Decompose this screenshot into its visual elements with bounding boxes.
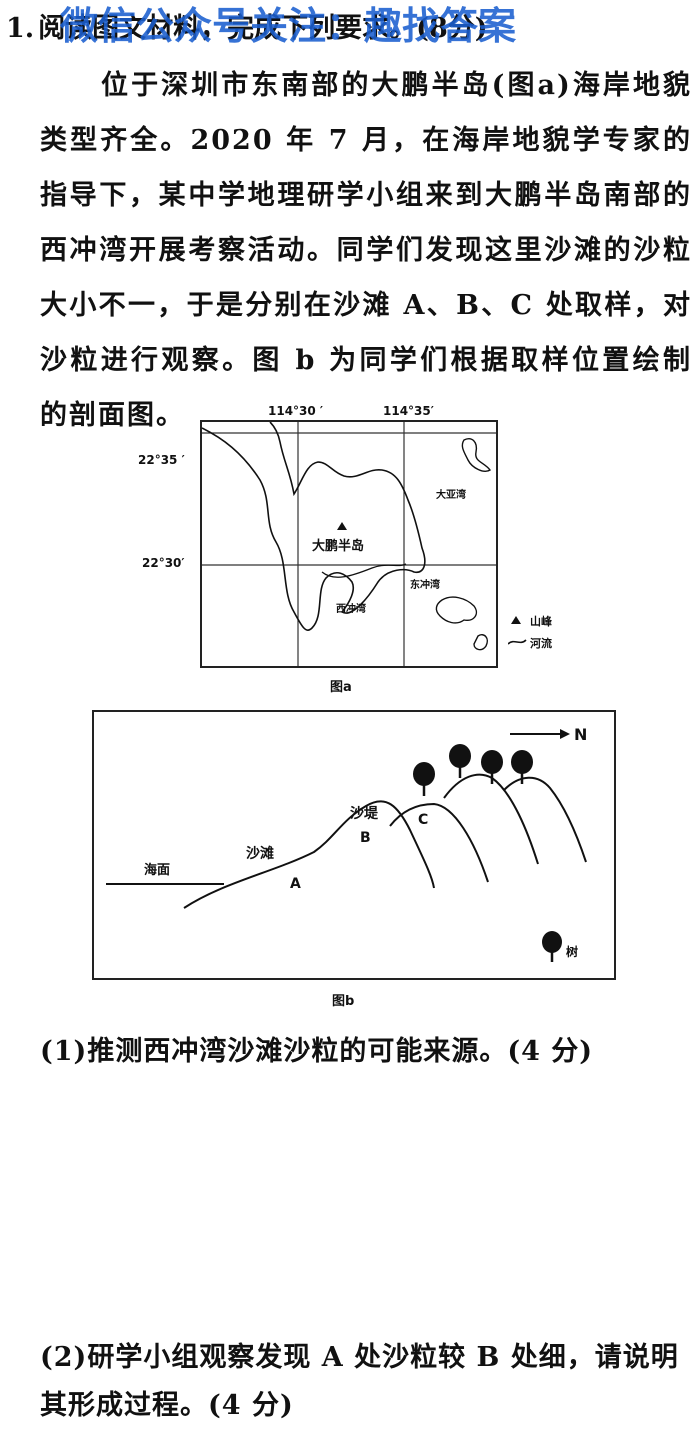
material-paragraph: 位于深圳市东南部的大鹏半岛(图a)海岸地貌类型齐全。2020 年 7 月，在海岸… [40, 58, 692, 443]
tree-icon [449, 744, 471, 778]
lon-label-2: 114°35′ [383, 404, 434, 418]
peak-icon [337, 522, 347, 530]
legend-river-label: 河流 [530, 636, 552, 650]
label-dapeng: 大鹏半岛 [312, 538, 364, 554]
legend-river-icon [508, 639, 527, 645]
island [435, 596, 478, 624]
figure-a-caption: 图a [330, 680, 352, 695]
legend-tree-label: 树 [566, 944, 578, 959]
lat-label-1: 22°35 ′ [138, 453, 185, 467]
label-dongchong: 东冲湾 [410, 578, 440, 591]
sub-question-2: (2)研学小组观察发现 A 处沙粒较 B 处细，请说明其形成过程。(4 分) [40, 1342, 679, 1421]
lat-label-2: 22°30′ [142, 556, 185, 570]
profile-svg: N 海面 [106, 725, 587, 962]
dune-label: 沙堤 [350, 806, 379, 822]
sub-question-1: (1)推测西冲湾沙滩沙粒的可能来源。(4 分) [40, 1036, 594, 1067]
profile-beach-dune [183, 800, 435, 909]
profile-ridge-1 [389, 802, 489, 883]
figure-b-caption: 图b [332, 994, 355, 1009]
map-svg: 大鹏半岛 大亚湾 东冲湾 西冲湾 [201, 421, 496, 666]
point-a-label: A [290, 876, 301, 892]
watermark-text: 微信公众号关注：趣找答案 [60, 4, 517, 48]
question-heading: 1.阅读图文材料，完成下列要求。(8分) [6, 4, 696, 54]
legend-peak-label: 山峰 [530, 614, 553, 628]
legend-tree-icon [542, 931, 562, 962]
coastline [201, 421, 426, 631]
sea-level-label: 海面 [144, 862, 170, 878]
tree-icon [481, 750, 503, 784]
material-text: 位于深圳市东南部的大鹏半岛(图a)海岸地貌类型齐全。2020 年 7 月，在海岸… [40, 70, 692, 431]
river [321, 563, 407, 578]
figure-a-map: 大鹏半岛 大亚湾 东冲湾 西冲湾 [200, 420, 498, 668]
profile-ridge-2 [443, 773, 539, 865]
tree-icon [511, 750, 533, 784]
label-xichong: 西冲湾 [336, 602, 366, 615]
label-dayawan: 大亚湾 [436, 488, 466, 501]
tree-icon [413, 762, 435, 796]
point-b-label: B [360, 830, 371, 846]
north-label: N [574, 725, 587, 744]
north-arrow-head [560, 729, 570, 739]
question-number: 1. [6, 13, 35, 44]
question-heading-text: 阅读图文材料，完成下列要求。(8分) [38, 13, 488, 44]
lon-label-1: 114°30 ′ [268, 404, 324, 418]
point-c-label: C [418, 812, 428, 828]
legend-peak-icon [511, 616, 521, 624]
map-legend: 山峰 河流 [508, 614, 553, 650]
profile-ridge-3 [503, 776, 587, 863]
beach-label: 沙滩 [246, 845, 274, 862]
island [473, 634, 488, 651]
figure-b-profile: N 海面 [92, 710, 616, 980]
island [461, 438, 492, 472]
